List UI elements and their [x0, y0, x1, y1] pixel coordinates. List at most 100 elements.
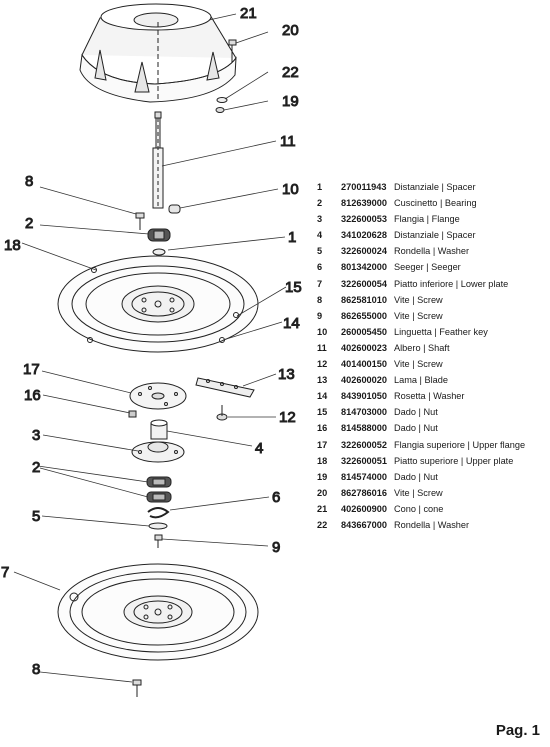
screw-9 [154, 534, 163, 548]
callout-6: 6 [272, 489, 280, 506]
callout-9: 9 [272, 539, 280, 556]
callout-4: 4 [255, 440, 263, 457]
callout-1: 1 [288, 229, 296, 246]
part-code: 814588000 [341, 423, 387, 434]
part-description: Rondella | Washer [394, 519, 470, 530]
callout-3: 3 [32, 427, 40, 444]
part-number: 5 [317, 246, 323, 257]
callout-2-lower: 2 [32, 459, 40, 476]
part-description: Dado | Nut [394, 423, 438, 434]
callout-16: 16 [24, 387, 41, 404]
part-code: 322600024 [341, 246, 387, 257]
part-code: 270011943 [341, 182, 387, 192]
upper-flange-part [129, 382, 187, 410]
screw-12 [216, 405, 228, 421]
part-number: 17 [317, 439, 328, 450]
part-code: 401400150 [341, 359, 387, 370]
parts-list-row: 1 270011943 Distanziale | Spacer [317, 179, 547, 195]
part-description: Lama | Blade [394, 375, 448, 386]
parts-list-row: 11 402600023 Albero | Shaft [317, 340, 547, 356]
part-number: 11 [317, 342, 327, 353]
screw-8-upper [135, 212, 145, 230]
part-description: Albero | Shaft [394, 342, 450, 353]
nut-19 [215, 107, 225, 113]
blade-part [195, 377, 255, 398]
callout-14: 14 [283, 315, 300, 332]
callout-5: 5 [32, 508, 40, 525]
part-description: Vite | Screw [394, 359, 443, 370]
part-description: Linguetta | Feather key [394, 326, 488, 337]
part-number: 10 [317, 326, 328, 337]
callout-7: 7 [1, 564, 9, 581]
callout-20: 20 [282, 22, 299, 39]
washer-5 [148, 522, 168, 530]
part-description: Flangia superiore | Upper flange [394, 439, 526, 450]
part-number: 16 [317, 423, 328, 434]
part-description: Vite | Screw [394, 487, 443, 498]
part-description: Vite | Screw [394, 310, 443, 321]
part-code: 260005450 [341, 326, 387, 337]
leader-lines [13, 13, 287, 683]
part-number: 7 [317, 278, 323, 289]
callout-8-upper: 8 [25, 173, 33, 190]
bearing-2-upper [147, 228, 171, 242]
upper-plate-part [57, 255, 259, 353]
part-description: Rondella | Washer [394, 246, 470, 257]
callout-21: 21 [240, 5, 257, 22]
callout-11: 11 [280, 133, 296, 150]
exploded-view-drawing: 21 20 22 19 11 8 10 2 1 18 15 14 17 13 1… [1, 3, 302, 697]
spacer-1 [152, 248, 166, 256]
part-code: 801342000 [341, 262, 387, 273]
shaft-part [152, 111, 164, 209]
parts-list-row: 2 812639000 Cuscinetto | Bearing [317, 195, 547, 211]
feather-key-10 [168, 204, 181, 214]
part-code: 843901050 [341, 391, 387, 402]
flange-3 [131, 441, 185, 463]
part-description: Dado | Nut [394, 471, 438, 482]
part-code: 402600023 [341, 342, 387, 353]
part-description: Distanziale | Spacer [394, 230, 476, 241]
parts-list-row: 16 814588000 Dado | Nut [317, 420, 547, 436]
part-number: 6 [317, 262, 323, 273]
part-number: 12 [317, 359, 328, 370]
part-number: 1 [317, 182, 323, 192]
spacer-4 [150, 419, 168, 440]
part-code: 862581010 [341, 294, 387, 305]
part-number: 21 [317, 503, 328, 514]
callout-17: 17 [23, 361, 40, 378]
part-description: Cuscinetto | Bearing [394, 198, 477, 209]
part-description: Dado | Nut [394, 407, 438, 418]
part-description: Vite | Screw [394, 294, 443, 305]
seeger-6 [147, 507, 170, 519]
part-code: 402600020 [341, 375, 387, 386]
part-code: 814703000 [341, 407, 387, 418]
washer-22 [216, 97, 228, 103]
part-description: Piatto superiore | Upper plate [394, 455, 514, 466]
part-description: Distanziale | Spacer [394, 182, 476, 192]
cone-part [79, 3, 237, 103]
lower-plate-part [57, 563, 259, 661]
part-code: 862786016 [341, 487, 387, 498]
part-number: 20 [317, 487, 328, 498]
parts-list-row: 20 862786016 Vite | Screw [317, 485, 547, 501]
part-number: 2 [317, 198, 323, 209]
part-code: 843667000 [341, 519, 387, 530]
part-code: 862655000 [341, 310, 387, 321]
part-description: Rosetta | Washer [394, 391, 465, 402]
part-description: Flangia | Flange [394, 214, 460, 225]
screw-8-lower [132, 679, 142, 697]
part-code: 812639000 [341, 198, 387, 209]
part-number: 15 [317, 407, 328, 418]
part-code: 322600053 [341, 214, 387, 225]
